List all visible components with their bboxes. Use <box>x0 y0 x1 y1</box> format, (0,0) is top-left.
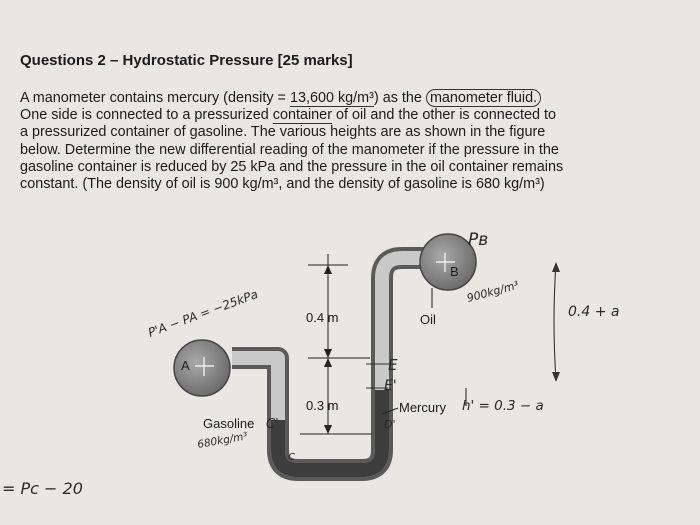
problem-line-3: a pressurized container of gasoline. The… <box>20 124 546 141</box>
annot-right-height: 0.4 + a <box>568 304 619 320</box>
annot-c-prime: C' <box>266 417 279 432</box>
problem-line-6: constant. (The density of oil is 900 kg/… <box>20 176 545 193</box>
annot-c-mark: C <box>288 452 295 463</box>
annot-bracket <box>553 263 557 381</box>
u-tube-inner <box>232 251 432 477</box>
problem-line-1: A manometer contains mercury (density = … <box>20 89 670 107</box>
mercury-label: Mercury <box>399 400 446 415</box>
circled-phrase: manometer fluid. <box>425 89 542 107</box>
mercury-density: 13,600 kg/m³ <box>289 90 374 107</box>
line1-mid: ) as the <box>373 90 426 106</box>
dim-bottom-label: 0.3 m <box>306 398 339 413</box>
line2-pre: One side is connected to a pressurized <box>20 107 273 124</box>
point-a-label: A <box>181 358 190 373</box>
annot-pressure-change: P'A − PA = −25kPa <box>146 287 260 340</box>
annot-bottom-equation: = Pc − 20 <box>2 479 83 498</box>
gasoline-tank <box>173 339 231 397</box>
problem-line-2: One side is connected to a pressurized c… <box>20 107 670 125</box>
problem-line-4: below. Determine the new differential re… <box>20 141 559 158</box>
mercury-column <box>271 390 389 477</box>
arrow-top <box>324 265 332 274</box>
annot-bracket-arrow-top <box>552 262 560 272</box>
question-title: Questions 2 – Hydrostatic Pressure [25 m… <box>20 52 353 69</box>
problem-line-5: gasoline container is reduced by 25 kPa … <box>20 158 564 175</box>
problem-statement: A manometer contains mercury (density = … <box>20 89 670 193</box>
annot-h-prime: h' = 0.3 − a <box>462 398 544 414</box>
arrow-bottom <box>324 425 332 434</box>
annot-oil-density: 900kg/m³ <box>465 278 520 304</box>
gasoline-label: Gasoline <box>203 416 254 431</box>
annot-bracket-arrow-bottom <box>552 372 560 382</box>
underlined-word: container <box>272 107 332 125</box>
annot-d-prime: D' <box>384 418 396 431</box>
line2-post: of oil and the other is connected to <box>331 107 556 124</box>
annot-pb: Pʙ <box>468 230 488 250</box>
annot-e-prime: E' <box>384 378 397 394</box>
line1-pre: A manometer contains mercury (density = <box>20 90 290 106</box>
dim-top-label: 0.4 m <box>306 310 339 325</box>
arrow-mid-down <box>324 358 332 367</box>
point-b-label: B <box>450 264 459 279</box>
mercury-leader <box>381 407 399 415</box>
annot-e: E <box>388 356 398 374</box>
arrow-mid-up <box>324 349 332 358</box>
annot-gas-density: 680kg/m³ <box>196 430 248 451</box>
oil-label: Oil <box>420 312 436 327</box>
